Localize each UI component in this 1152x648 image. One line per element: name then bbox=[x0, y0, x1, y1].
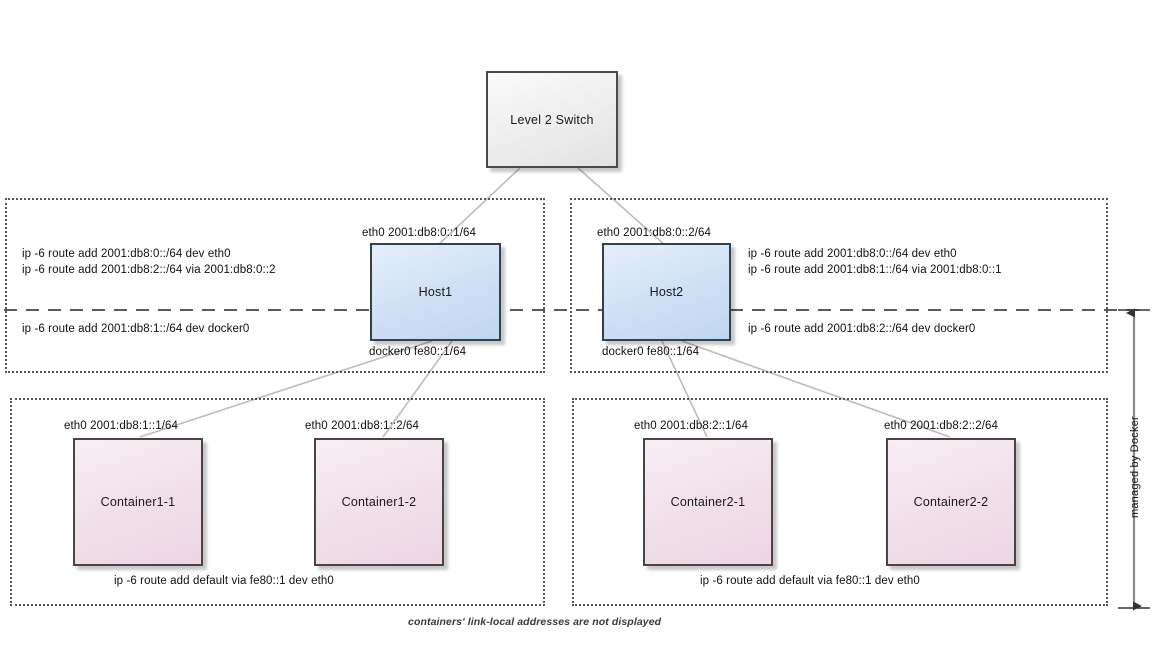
host2-docker0-label: docker0 fe80::1/64 bbox=[602, 346, 700, 358]
host1-eth0-label: eth0 2001:db8:0::1/64 bbox=[362, 227, 477, 239]
host1-group-boundary bbox=[5, 198, 545, 373]
host1-route-remote-via: ip -6 route add 2001:db8:2::/64 via 2001… bbox=[22, 264, 276, 276]
container-group2-boundary bbox=[572, 398, 1108, 606]
container1-2-label: Container1-2 bbox=[341, 495, 417, 509]
switch-label: Level 2 Switch bbox=[510, 112, 594, 127]
node-level2-switch[interactable]: Level 2 Switch bbox=[486, 71, 618, 168]
container1-1-eth0-label: eth0 2001:db8:1::1/64 bbox=[64, 420, 179, 432]
container2-2-label: Container2-2 bbox=[913, 495, 989, 509]
container-group2-default-route: ip -6 route add default via fe80::1 dev … bbox=[700, 575, 920, 587]
node-host2[interactable]: Host2 bbox=[602, 243, 731, 341]
container1-2-eth0-label: eth0 2001:db8:1::2/64 bbox=[305, 420, 420, 432]
host2-label: Host2 bbox=[649, 285, 684, 299]
container2-1-label: Container2-1 bbox=[670, 495, 746, 509]
node-container2-2[interactable]: Container2-2 bbox=[886, 438, 1016, 566]
node-container1-1[interactable]: Container1-1 bbox=[73, 438, 203, 566]
diagram-footnote: containers' link-local addresses are not… bbox=[408, 616, 662, 628]
container1-1-label: Container1-1 bbox=[100, 495, 176, 509]
host1-route-docker0: ip -6 route add 2001:db8:1::/64 dev dock… bbox=[22, 323, 250, 335]
managed-by-docker-label: managed by Docker bbox=[1129, 416, 1141, 518]
host2-group-boundary bbox=[570, 198, 1108, 373]
container2-2-eth0-label: eth0 2001:db8:2::2/64 bbox=[884, 420, 999, 432]
container2-1-eth0-label: eth0 2001:db8:2::1/64 bbox=[634, 420, 749, 432]
host1-docker0-label: docker0 fe80::1/64 bbox=[369, 346, 467, 358]
container-group1-boundary bbox=[10, 398, 545, 606]
host1-route-eth0-direct: ip -6 route add 2001:db8:0::/64 dev eth0 bbox=[22, 248, 231, 260]
host1-label: Host1 bbox=[418, 285, 453, 299]
host2-route-remote-via: ip -6 route add 2001:db8:1::/64 via 2001… bbox=[748, 264, 1002, 276]
node-container2-1[interactable]: Container2-1 bbox=[643, 438, 773, 566]
host2-route-docker0: ip -6 route add 2001:db8:2::/64 dev dock… bbox=[748, 323, 976, 335]
node-container1-2[interactable]: Container1-2 bbox=[314, 438, 444, 566]
node-host1[interactable]: Host1 bbox=[370, 243, 501, 341]
host2-eth0-label: eth0 2001:db8:0::2/64 bbox=[597, 227, 712, 239]
container-group1-default-route: ip -6 route add default via fe80::1 dev … bbox=[114, 575, 334, 587]
host2-route-eth0-direct: ip -6 route add 2001:db8:0::/64 dev eth0 bbox=[748, 248, 957, 260]
